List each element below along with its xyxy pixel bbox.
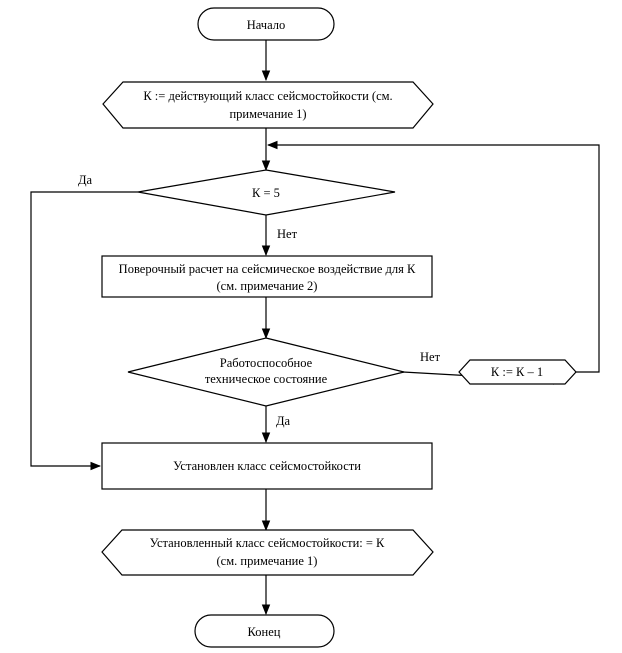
start-label: Начало <box>247 18 286 32</box>
end-label: Конец <box>248 625 281 639</box>
calc-label-line1: Поверочный расчет на сейсмическое воздей… <box>119 262 416 276</box>
calc-label-line2: (см. примечание 2) <box>217 279 318 293</box>
k5-no-label: Нет <box>277 227 298 241</box>
output-label-line1: Установленный класс сейсмостойкости: = К <box>150 536 385 550</box>
state-no-label: Нет <box>420 350 441 364</box>
end-node: Конец <box>194 614 335 648</box>
check-k5-node: К = 5 <box>137 169 396 216</box>
edge-loop-back <box>266 140 600 373</box>
decrement-label: К := К – 1 <box>491 365 543 379</box>
calc-node: Поверочный расчет на сейсмическое воздей… <box>101 255 433 298</box>
start-node: Начало <box>197 7 335 41</box>
established-label: Установлен класс сейсмостойкости <box>173 459 361 473</box>
check-state-node: Работоспособное техническое состояние <box>127 337 405 407</box>
check-state-label-line1: Работоспособное <box>220 356 313 370</box>
edge-k5-yes <box>30 191 138 471</box>
established-node: Установлен класс сейсмостойкости <box>101 442 433 490</box>
decrement-node: К := К – 1 <box>458 359 577 385</box>
output-label-line2: (см. примечание 1) <box>217 554 318 568</box>
assign-k-node: К := действующий класс сейсмостойкости (… <box>102 81 434 129</box>
check-k5-label: К = 5 <box>252 186 280 200</box>
k5-yes-label: Да <box>78 173 93 187</box>
check-state-label-line2: техническое состояние <box>205 372 328 386</box>
assign-k-label-line1: К := действующий класс сейсмостойкости (… <box>143 89 392 103</box>
output-node: Установленный класс сейсмостойкости: = К… <box>101 529 434 576</box>
state-yes-label: Да <box>276 414 291 428</box>
assign-k-label-line2: примечание 1) <box>229 107 306 121</box>
